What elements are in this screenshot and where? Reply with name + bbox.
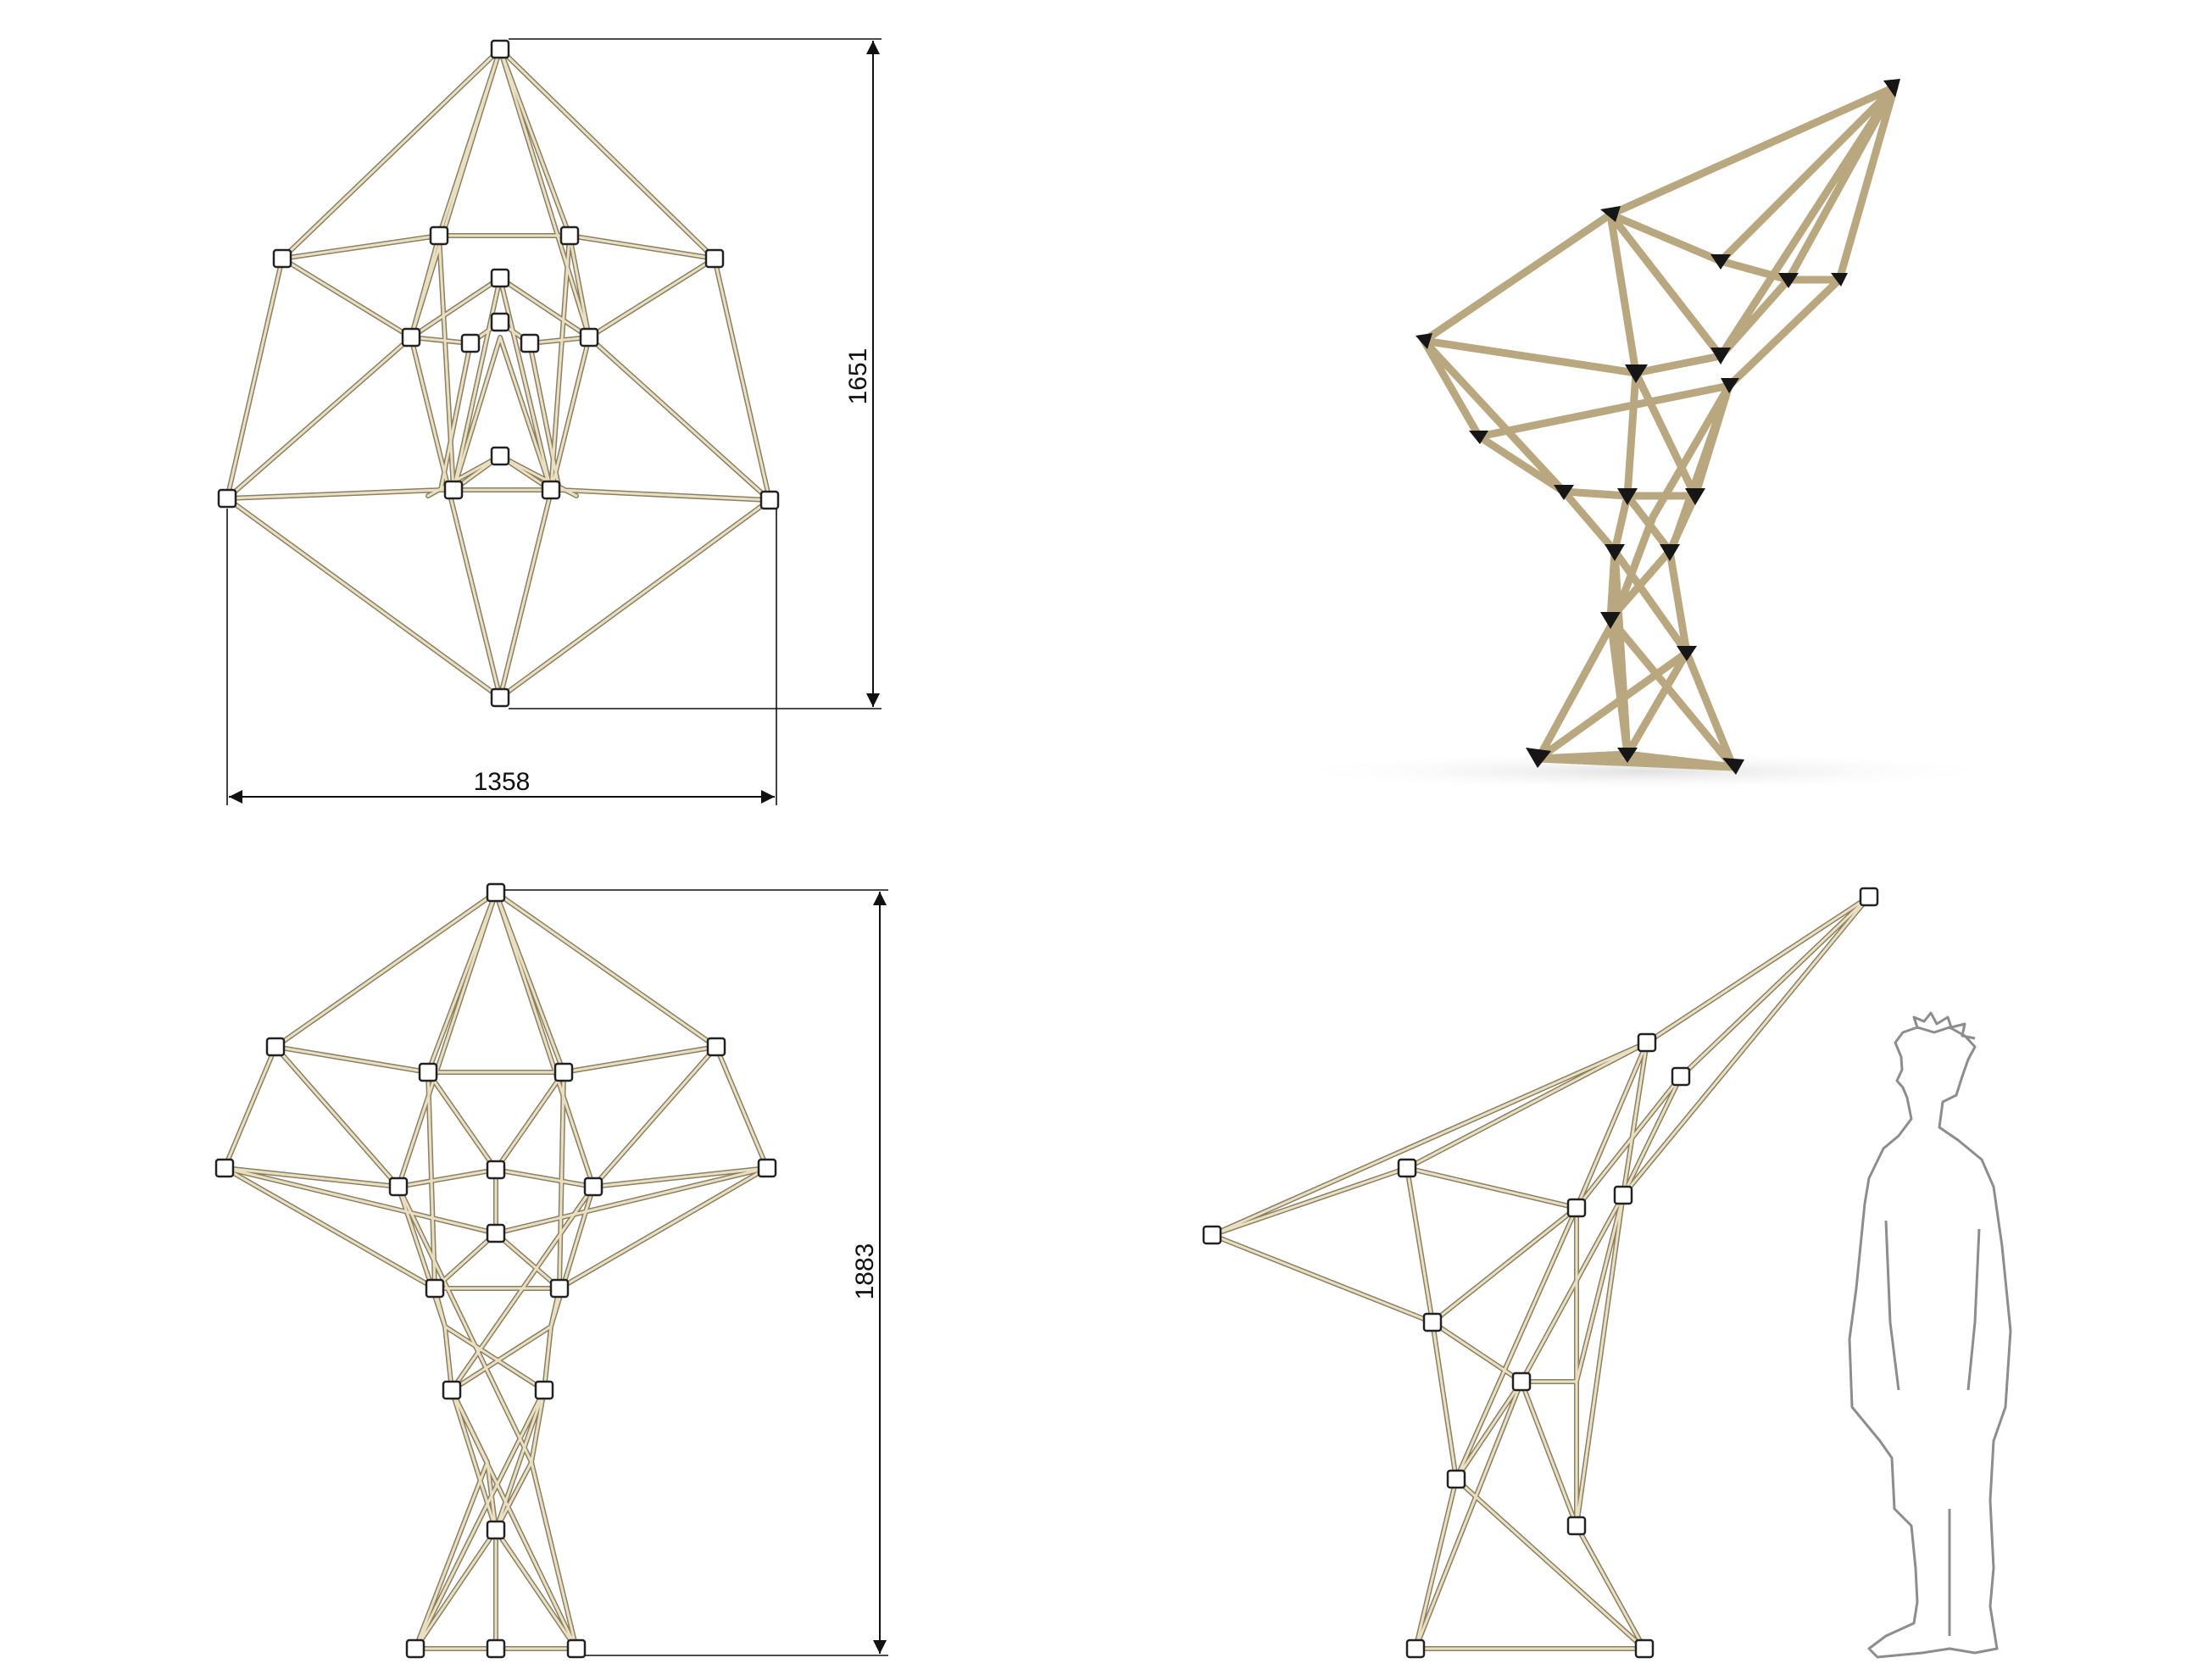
top-view-joints [217, 39, 780, 708]
dimension-label-1883: 1883 [851, 1243, 879, 1300]
dimension-label-1358: 1358 [474, 768, 531, 796]
front-view-dimensions: 1883 [504, 889, 888, 1656]
top-view-structure [224, 45, 773, 701]
top-view: 1651 1358 [217, 38, 882, 805]
top-view-dimensions: 1651 1358 [226, 38, 882, 805]
render-connectors [1416, 79, 1900, 775]
ground-shadow [1280, 751, 2009, 792]
side-view-joints [1202, 887, 1879, 1659]
side-view [1202, 887, 2012, 1659]
perspective-render [1280, 79, 2009, 792]
human-scale-figure [1848, 1011, 2012, 1659]
side-view-structure [1204, 894, 1872, 1651]
front-view: 1883 [214, 882, 888, 1659]
front-view-joints [214, 882, 777, 1659]
render-structure [1419, 83, 1899, 771]
dimension-label-1651: 1651 [844, 348, 872, 405]
